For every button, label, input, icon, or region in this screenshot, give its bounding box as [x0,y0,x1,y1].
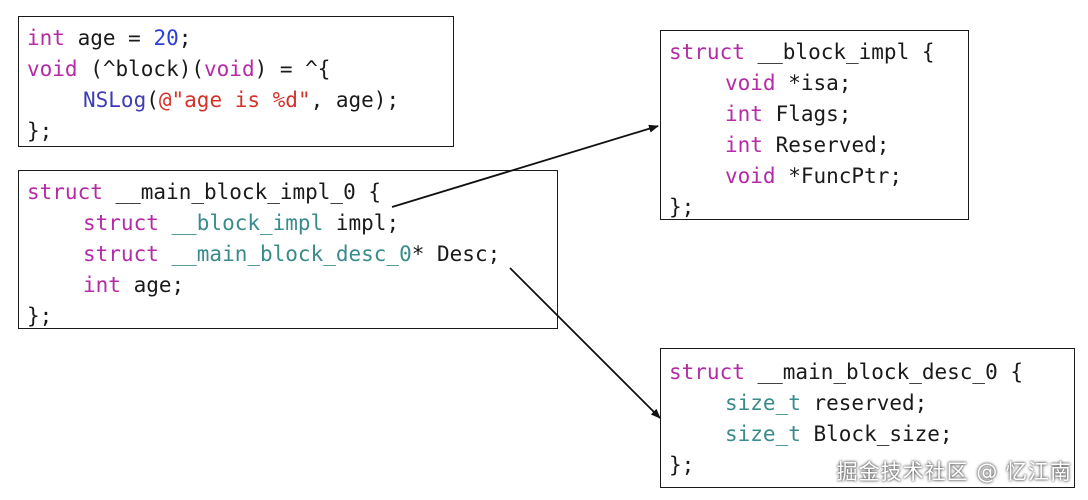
code-text: , age); [310,88,400,112]
code-text: }; [669,195,695,219]
code-line: }; [27,301,549,332]
main-block-impl-box: struct __main_block_impl_0 { struct __bl… [18,170,558,329]
keyword: int [27,26,65,50]
code-line: struct __main_block_impl_0 { [27,177,549,208]
code-text: __main_block_impl_0 { [102,180,382,204]
code-line: int Flags; [669,99,960,130]
code-text: *FuncPtr; [775,164,903,188]
code-text: ( [146,88,159,112]
keyword: void [27,57,78,81]
code-text: Block_size; [800,422,953,446]
code-line: }; [669,450,1066,481]
keyword: struct [669,40,745,64]
keyword: struct [27,180,103,204]
code-line: void *FuncPtr; [669,161,960,192]
keyword: void [725,71,776,95]
block-impl-box: struct __block_impl { void *isa; int Fla… [660,30,969,220]
keyword: struct [669,360,745,384]
type-name: __block_impl [158,211,324,235]
code-line: size_t reserved; [669,388,1066,419]
code-text: impl; [323,211,400,235]
code-text: }; [669,453,695,477]
code-line: size_t Block_size; [669,419,1066,450]
code-text: (^block)( [77,57,205,81]
keyword: int [725,133,763,157]
type-name: size_t [725,391,801,415]
main-block-desc-box: struct __main_block_desc_0 { size_t rese… [660,348,1075,488]
code-text: }; [27,119,53,143]
code-line: struct __main_block_desc_0 { [669,357,1066,388]
code-line: }; [27,116,445,147]
number-literal: 20 [153,26,179,50]
code-line: void (^block)(void) = ^{ [27,54,445,85]
function-name: NSLog [83,88,147,112]
code-text: Reserved; [762,133,890,157]
type-name: size_t [725,422,801,446]
code-text: __block_impl { [744,40,935,64]
code-text: ; [178,26,192,50]
code-line: struct __main_block_desc_0* Desc; [27,239,549,270]
code-line: int age = 20; [27,23,445,54]
code-text: *isa; [775,71,852,95]
code-text: __main_block_desc_0 { [744,360,1024,384]
code-line: int Reserved; [669,130,960,161]
code-line: struct __block_impl { [669,37,960,68]
keyword: struct [83,211,159,235]
keyword: void [725,164,776,188]
code-text: age; [120,273,185,297]
type-name: __main_block_desc_0 [158,242,412,266]
code-text: ) = ^{ [254,57,331,81]
keyword: int [83,273,121,297]
code-line: struct __block_impl impl; [27,208,549,239]
code-text: * Desc; [411,242,501,266]
code-line: int age; [27,270,549,301]
keyword: struct [83,242,159,266]
code-line: NSLog(@"age is %d", age); [27,85,445,116]
code-text: reserved; [800,391,928,415]
code-text: Flags; [762,102,852,126]
code-line: }; [669,192,960,223]
string-literal: @"age is %d" [158,88,311,112]
keyword: void [204,57,255,81]
code-text: age = [64,26,154,50]
code-text: }; [27,304,53,328]
keyword: int [725,102,763,126]
source-code-box: int age = 20; void (^block)(void) = ^{ N… [18,16,454,147]
watermark: 掘金技术社区 @ 忆江南 [836,460,1072,484]
code-line: void *isa; [669,68,960,99]
